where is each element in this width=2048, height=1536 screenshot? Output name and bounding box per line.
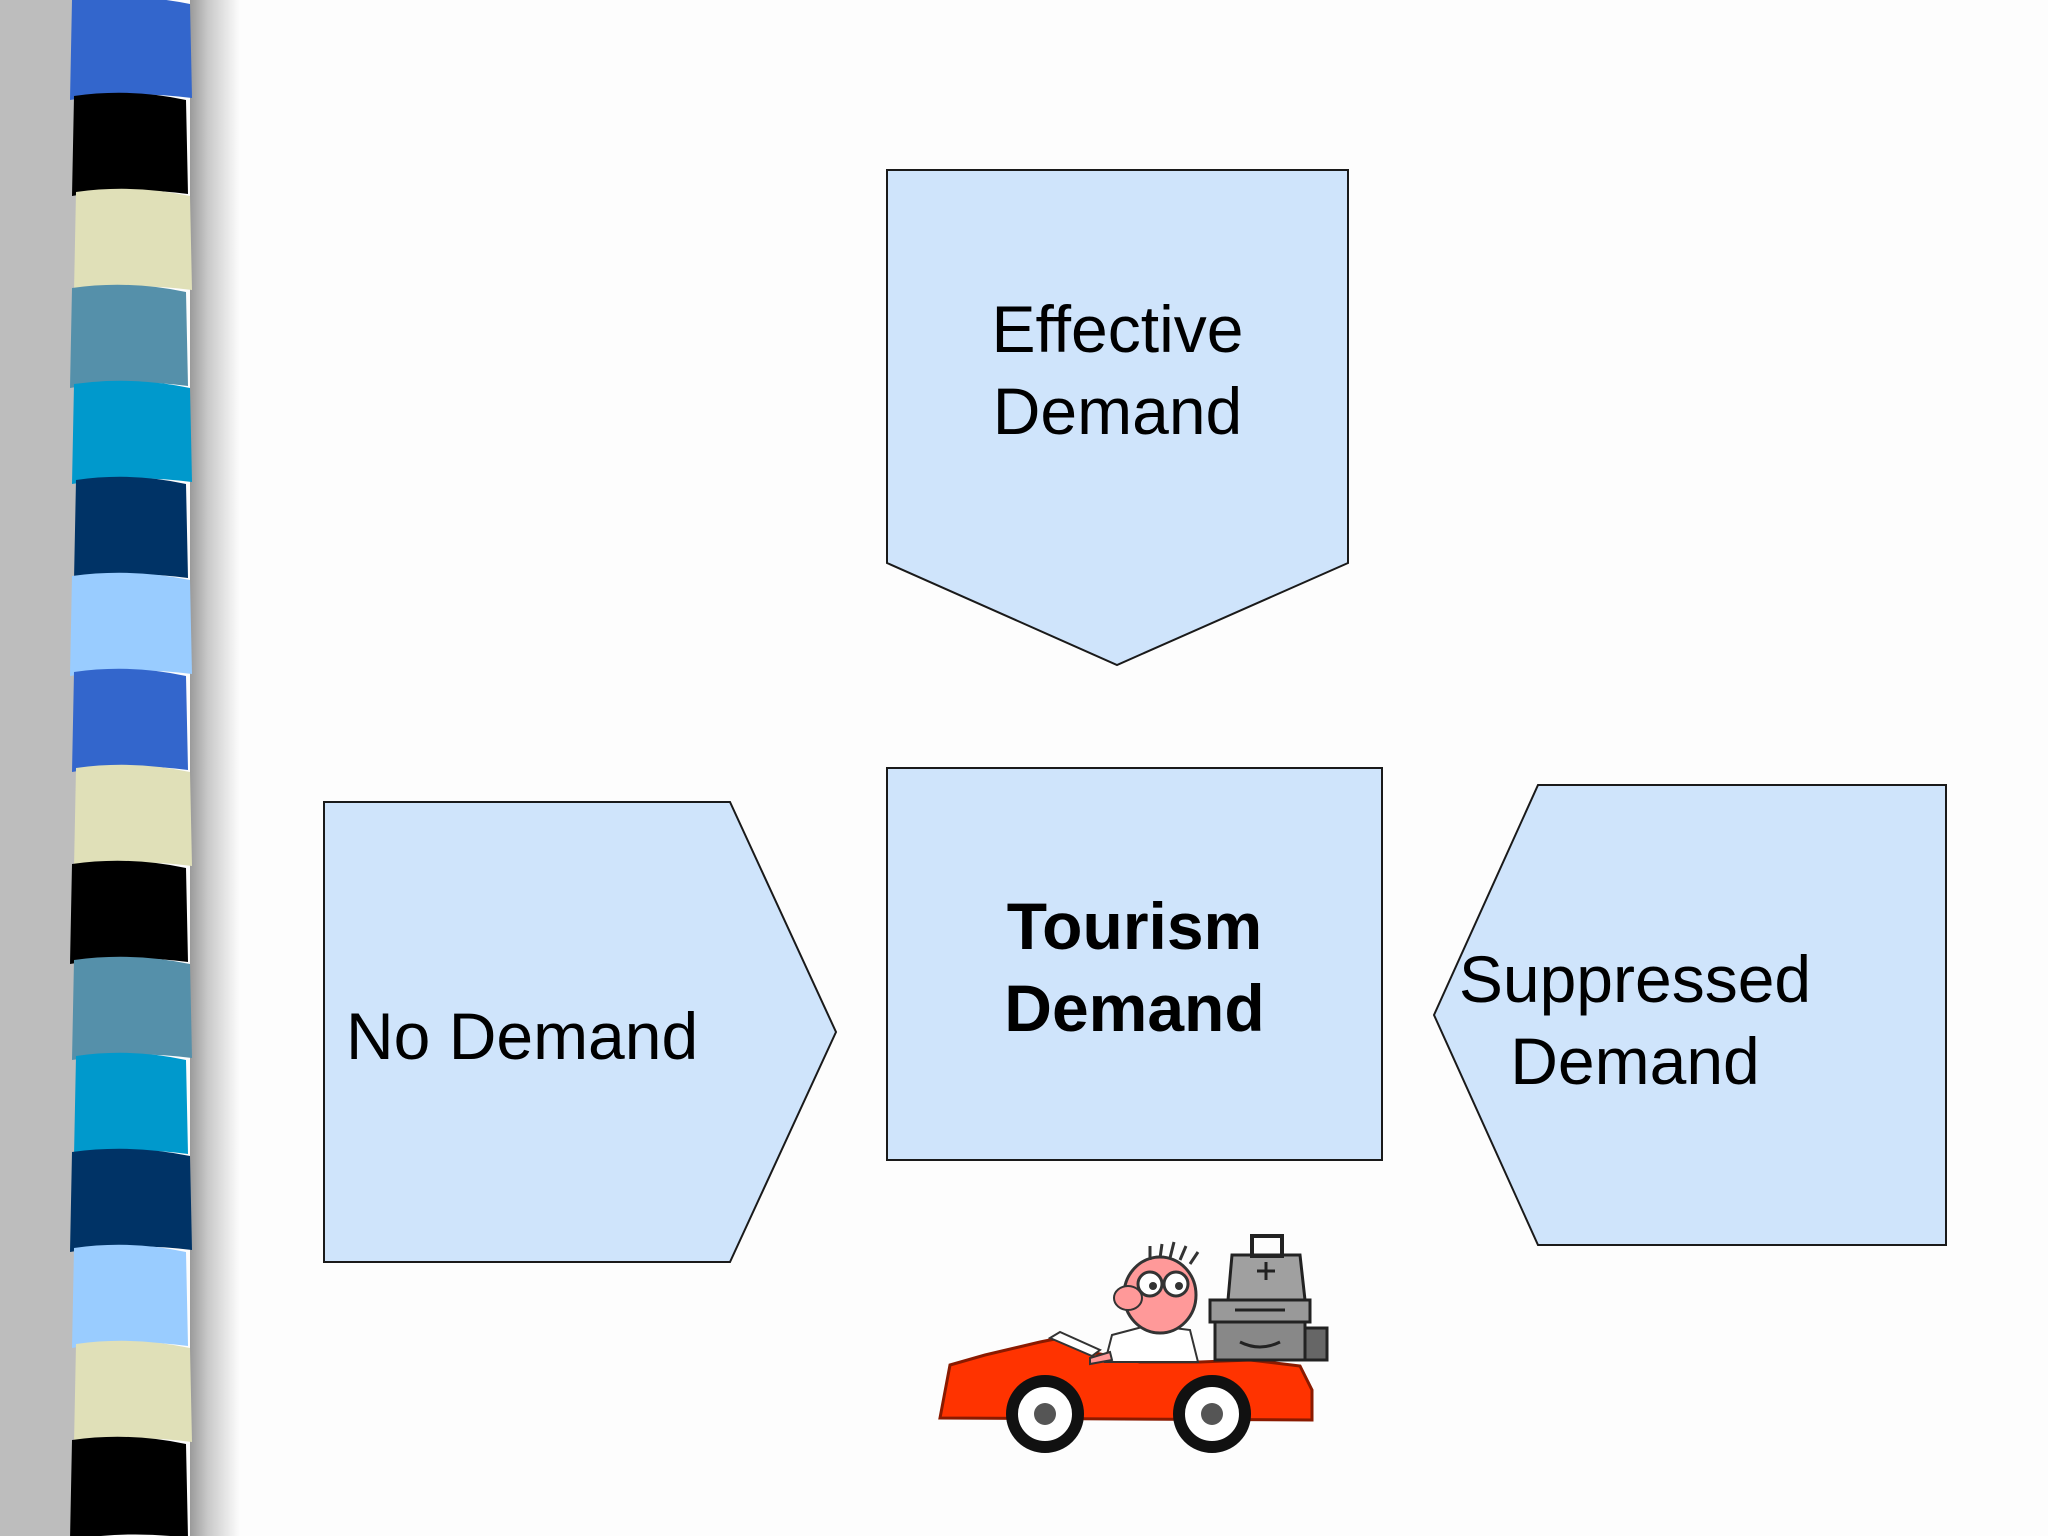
stripe-segment bbox=[70, 1436, 188, 1536]
stripe-bar bbox=[0, 0, 240, 1536]
stripe-segment bbox=[72, 956, 192, 1060]
effective-demand-line2: Demand bbox=[992, 374, 1243, 448]
stripe-segment bbox=[72, 668, 188, 772]
tourism-demand-line2: Demand bbox=[1004, 971, 1265, 1045]
stripe-segment bbox=[74, 188, 192, 292]
no-demand-shape bbox=[323, 801, 838, 1263]
stripe-segment bbox=[70, 284, 188, 388]
stripe-segment bbox=[70, 0, 192, 100]
suppressed-demand-line1: Suppressed bbox=[1458, 942, 1812, 1016]
stripe-segment bbox=[74, 1052, 188, 1156]
effective-demand-line1: Effective bbox=[991, 292, 1244, 366]
no-demand-label: No Demand bbox=[346, 995, 698, 1077]
stripe-segment bbox=[74, 764, 192, 868]
stripe-segment bbox=[70, 860, 188, 964]
suppressed-demand-label: Suppressed Demand bbox=[1455, 938, 1815, 1102]
suppressed-demand-line2: Demand bbox=[1510, 1024, 1760, 1098]
stripe-segment bbox=[72, 92, 188, 196]
stripe-segment bbox=[74, 476, 188, 580]
effective-demand-shape bbox=[886, 169, 1349, 667]
stripe-segment bbox=[70, 1148, 192, 1252]
suppressed-demand-shape bbox=[1432, 784, 1947, 1246]
effective-demand-label: Effective Demand bbox=[887, 288, 1348, 452]
tourism-demand-shape bbox=[886, 767, 1383, 1161]
tourism-demand-line1: Tourism bbox=[1006, 889, 1263, 963]
stripe-segment bbox=[72, 380, 192, 484]
tourism-demand-label: Tourism Demand bbox=[887, 885, 1382, 1049]
car-tourist-clipart bbox=[938, 1234, 1329, 1453]
stripe-segment bbox=[74, 1340, 192, 1444]
no-demand-text: No Demand bbox=[346, 999, 699, 1073]
stripe-segment bbox=[70, 572, 192, 676]
stripe-segment bbox=[72, 1244, 188, 1348]
